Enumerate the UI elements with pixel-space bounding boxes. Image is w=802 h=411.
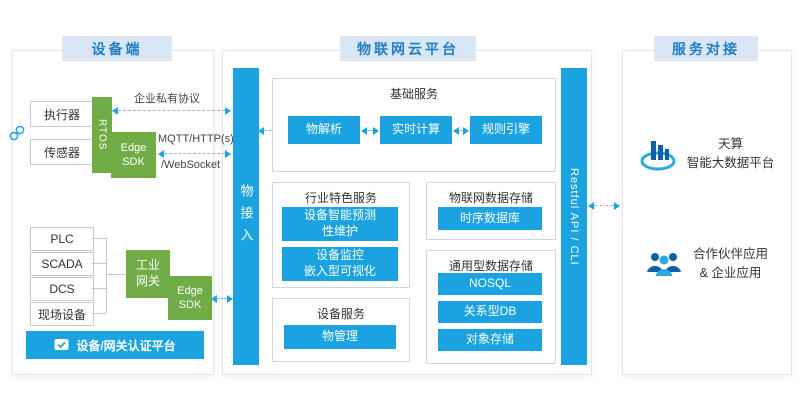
plc-box: PLC (30, 227, 94, 251)
scada-label: SCADA (41, 257, 83, 271)
device-monitoring-line2: 嵌入型可视化 (303, 264, 376, 278)
nosql-label: NOSQL (468, 276, 511, 291)
edge-sdk-top-label: Edge SDK (120, 141, 147, 168)
device-services-title: 设备服务 (316, 307, 365, 321)
cloud-panel-header: 物联网云平台 (340, 36, 476, 61)
connector-private-protocol (112, 106, 231, 115)
restful-api-bar: Restful API / CLI (561, 68, 587, 365)
field-devices-label: 现场设备 (37, 307, 86, 322)
service-panel-header: 服务对接 (654, 36, 758, 61)
line-dcs-gateway (92, 288, 106, 289)
industrial-gateway-label-line1: 工业 (135, 258, 160, 273)
rule-engine-box: 规则引擎 (470, 116, 542, 144)
realtime-compute-label: 实时计算 (391, 122, 440, 137)
device-panel-title: 设备端 (91, 40, 143, 57)
general-storage-title: 通用型数据存储 (448, 259, 533, 273)
partner-apps-text: 合作伙伴应用 & 企业应用 (693, 245, 768, 284)
building-icon (638, 136, 678, 172)
cloud-panel-title: 物联网云平台 (357, 40, 459, 57)
service-panel-title: 服务对接 (672, 40, 740, 57)
industrial-gateway-label-line2: 网关 (135, 274, 160, 288)
object-storage-label: 对象存储 (465, 332, 514, 347)
big-data-platform-line1: 天算 (717, 136, 743, 151)
thing-management-label: 物管理 (321, 329, 358, 344)
actuator-label: 执行器 (43, 107, 80, 122)
predictive-maintenance-box: 设备智能预测 性维护 (282, 207, 398, 241)
relational-db-label: 关系型DB (463, 304, 517, 319)
relational-db-box: 关系型DB (438, 301, 542, 323)
connector-mqtt (158, 149, 231, 158)
device-monitoring-box: 设备监控 嵌入型可视化 (282, 247, 398, 281)
restful-api-label: Restful API / CLI (568, 167, 580, 266)
line-scada-gateway (92, 263, 106, 264)
connector-parsing-compute (361, 126, 379, 135)
service-panel (622, 50, 792, 375)
scada-box: SCADA (30, 252, 94, 276)
big-data-platform-text: 天算 智能大数据平台 (687, 135, 775, 174)
line-bus-gateway (106, 274, 126, 275)
big-data-platform-row: 天算 智能大数据平台 (622, 130, 790, 178)
predictive-maintenance-line1: 设备智能预测 (303, 208, 376, 223)
sensor-label: 传感器 (43, 145, 80, 160)
websocket-label: /WebSocket (161, 159, 221, 171)
actuator-box: 执行器 (30, 101, 94, 127)
thing-parsing-label: 物解析 (305, 122, 342, 137)
dcs-box: DCS (30, 277, 94, 301)
partner-apps-row: 合作伙伴应用 & 企业应用 (622, 240, 790, 288)
object-storage-box: 对象存储 (438, 329, 542, 351)
thing-parsing-box: 物解析 (288, 116, 360, 144)
sensor-box: 传感器 (30, 139, 94, 165)
timeseries-db-box: 时序数据库 (438, 207, 542, 230)
connector-compute-rules (453, 126, 469, 135)
thing-access-bar: 物接入 (233, 68, 259, 365)
line-field-gateway (92, 313, 106, 314)
industrial-gateway-box: 工业 网关 (126, 250, 170, 298)
predictive-maintenance-line2: 性维护 (321, 224, 358, 238)
thing-management-box: 物管理 (284, 325, 396, 349)
iot-storage-title: 物联网数据存储 (448, 191, 533, 205)
realtime-compute-box: 实时计算 (380, 116, 452, 144)
line-gateway-bus (106, 238, 107, 313)
nosql-box: NOSQL (438, 273, 542, 295)
connector-gateway-access (211, 294, 233, 303)
edge-sdk-bottom-label: Edge SDK (177, 284, 203, 311)
device-panel-header: 设备端 (62, 36, 172, 61)
partner-apps-line1: 合作伙伴应用 (692, 246, 768, 261)
connector-api-services (588, 201, 620, 210)
timeseries-db-label: 时序数据库 (459, 210, 520, 225)
auth-platform-bar: 设备/网关认证平台 (26, 331, 204, 359)
people-icon (644, 250, 684, 278)
field-devices-box: 现场设备 (30, 302, 94, 326)
basic-services-title: 基础服务 (389, 87, 438, 101)
plc-label: PLC (50, 232, 74, 246)
big-data-platform-line2: 智能大数据平台 (686, 156, 775, 170)
device-monitoring-line1: 设备监控 (315, 248, 364, 263)
partner-apps-line2: & 企业应用 (699, 266, 762, 280)
edge-sdk-bottom-box: Edge SDK (168, 276, 212, 320)
private-protocol-label: 企业私有协议 (134, 93, 200, 105)
thing-access-label: 物接入 (238, 183, 254, 250)
link-icon (8, 124, 26, 142)
rtos-box: RTOS (92, 97, 112, 173)
rtos-label: RTOS (96, 119, 108, 151)
industry-services-title: 行业特色服务 (304, 191, 377, 205)
edge-sdk-top-box: Edge SDK (111, 132, 156, 178)
mqtt-label: MQTT/HTTP(s) (158, 133, 234, 145)
auth-platform-label: 设备/网关认证平台 (76, 338, 176, 353)
dcs-label: DCS (49, 282, 75, 296)
rule-engine-label: 规则引擎 (481, 122, 530, 137)
line-plc-gateway (92, 238, 106, 239)
check-badge-icon (54, 338, 69, 352)
